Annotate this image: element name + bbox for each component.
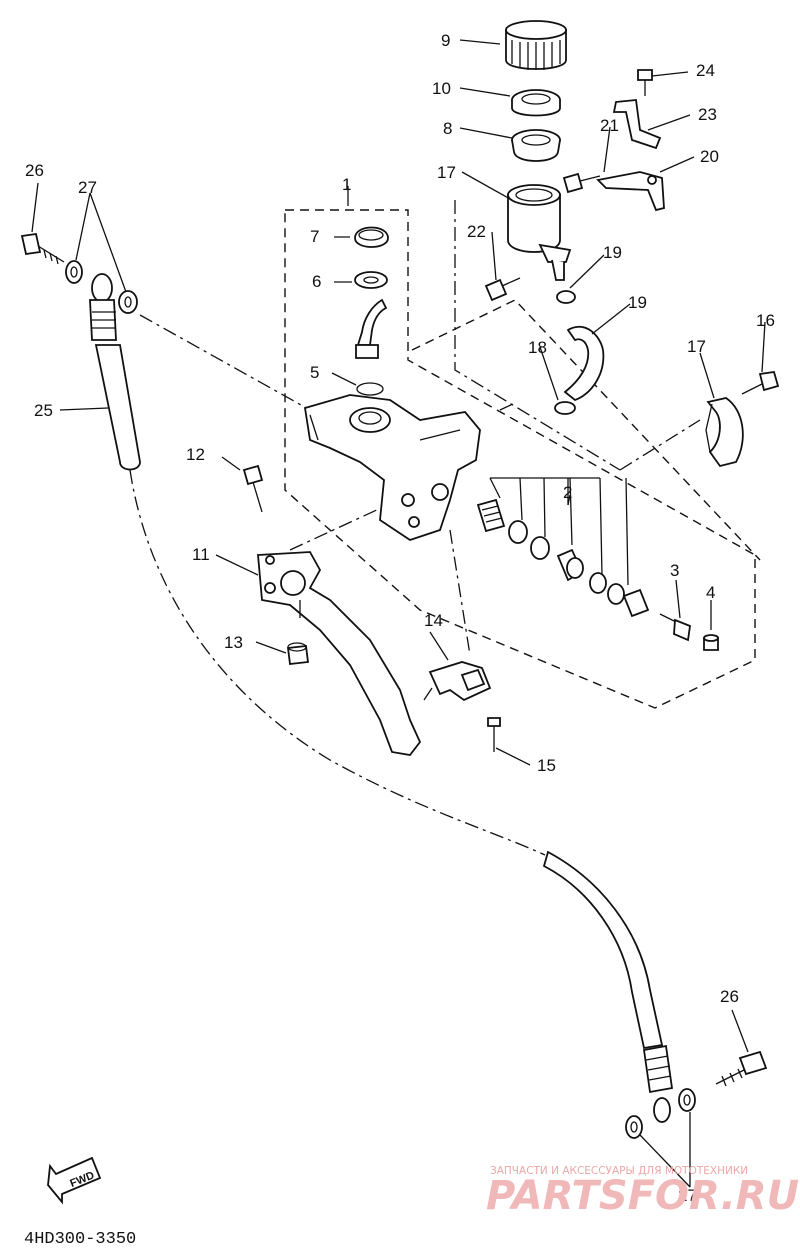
clutch-lever — [257, 551, 422, 756]
upper-banjo-fitting — [89, 273, 117, 341]
callout-labels: 9 10 8 17 21 22 24 23 20 19 19 18 16 17 … — [25, 31, 775, 1205]
reservoir-tank — [507, 184, 572, 281]
lower-hose-fitting — [642, 1044, 674, 1123]
watermark: ЗАПЧАСТИ И АКСЕССУАРЫ ДЛЯ МОТОТЕХНИКИ PA… — [486, 1165, 799, 1219]
push-rod — [659, 613, 691, 642]
callout-15: 15 — [537, 756, 556, 775]
piston-end — [622, 588, 650, 618]
callout-8: 8 — [443, 119, 452, 138]
callout-21: 20 — [700, 147, 719, 166]
lower-hose — [542, 850, 664, 1050]
lever-pivot-bolt — [242, 464, 264, 513]
hose-route-line — [139, 314, 311, 411]
watermark-brand: PARTSFOR.RU — [486, 1173, 799, 1219]
callout-22-lower: 22 — [467, 222, 486, 241]
reservoir-stay — [596, 171, 665, 212]
banjo-bolt-lower — [715, 1050, 768, 1087]
reservoir-cap — [505, 20, 567, 70]
washer-lower-a — [678, 1088, 696, 1112]
lever-nut — [286, 642, 310, 665]
callout-5: 5 — [310, 363, 319, 382]
piston-cup-b — [530, 536, 550, 560]
hose-route-line-lower — [129, 469, 546, 856]
callout-17: 17 — [437, 163, 456, 182]
fitting-pipe — [355, 298, 388, 359]
fwd-arrow-icon: FWD — [47, 1156, 102, 1205]
callout-1: 1 — [342, 175, 351, 194]
callout-26-upper: 26 — [25, 161, 44, 180]
callout-26-lower: 26 — [720, 987, 739, 1006]
callout-12: 12 — [186, 445, 205, 464]
reservoir-outline — [411, 299, 761, 561]
callout-10: 10 — [432, 79, 451, 98]
watermark-tagline: ЗАПЧАСТИ И АКСЕССУАРЫ ДЛЯ МОТОТЕХНИКИ — [490, 1165, 748, 1177]
bracket — [612, 99, 662, 150]
piston-spring — [476, 498, 506, 533]
callout-4: 4 — [706, 583, 715, 602]
washer-upper-b — [118, 290, 138, 314]
callout-24: 24 — [696, 61, 715, 80]
leader-line-reservoir — [454, 200, 621, 471]
dust-boot — [703, 634, 719, 651]
diagram-code: 4HD300-3350 — [24, 1230, 136, 1249]
callout-11: 11 — [192, 545, 210, 564]
screw-24 — [637, 69, 653, 96]
piston — [556, 548, 584, 582]
clutch-switch — [423, 661, 492, 702]
leader-lines — [31, 39, 766, 1188]
piston-cup-a — [508, 520, 528, 544]
leader-line-switch — [449, 529, 471, 656]
bolt-22-lower — [484, 277, 521, 302]
clamp-bolt — [741, 370, 780, 395]
callout-9: 9 — [441, 31, 450, 50]
callout-20: 19 — [628, 293, 647, 312]
washer-lower-b — [625, 1115, 643, 1139]
leader-line-clamp — [619, 419, 701, 471]
callout-27-upper: 27 — [78, 178, 97, 197]
callout-3: 3 — [670, 561, 679, 580]
piston-cup-d — [607, 583, 625, 605]
assembly-outline — [284, 209, 756, 709]
banjo-bolt-upper — [20, 232, 65, 265]
cap-7 — [354, 226, 389, 248]
washer-6 — [354, 271, 388, 289]
callout-18: 17 — [687, 337, 706, 356]
callout-27-lower: 27 — [678, 1186, 697, 1205]
hose-clip-lower — [554, 401, 576, 415]
callout-23: 23 — [698, 105, 717, 124]
callout-2: 2 — [563, 483, 572, 502]
hose-clip-upper — [556, 290, 576, 304]
bolt-22-upper — [562, 172, 601, 194]
callout-19-upper: 19 — [603, 243, 622, 262]
callout-22-upper: 21 — [600, 116, 619, 135]
switch-screw — [487, 717, 501, 752]
reservoir-hose — [563, 325, 605, 402]
master-cylinder-body — [303, 394, 481, 541]
kit-bracket-lines — [489, 477, 629, 586]
callout-7: 7 — [310, 227, 319, 246]
diaphragm-plate — [511, 89, 561, 117]
o-ring-5 — [356, 382, 384, 396]
callout-25: 25 — [34, 401, 53, 420]
callout-14: 14 — [424, 611, 443, 630]
callout-6: 6 — [312, 272, 321, 291]
callout-19-lower: 18 — [528, 338, 547, 357]
leader-line-fitting — [499, 402, 516, 411]
clamp-holder — [705, 397, 744, 468]
hose-25 — [94, 344, 141, 471]
callout-16: 16 — [756, 311, 775, 330]
washer-upper-a — [65, 260, 83, 284]
piston-cup-c — [589, 572, 607, 594]
diaphragm — [511, 129, 561, 162]
callout-13: 13 — [224, 633, 243, 652]
